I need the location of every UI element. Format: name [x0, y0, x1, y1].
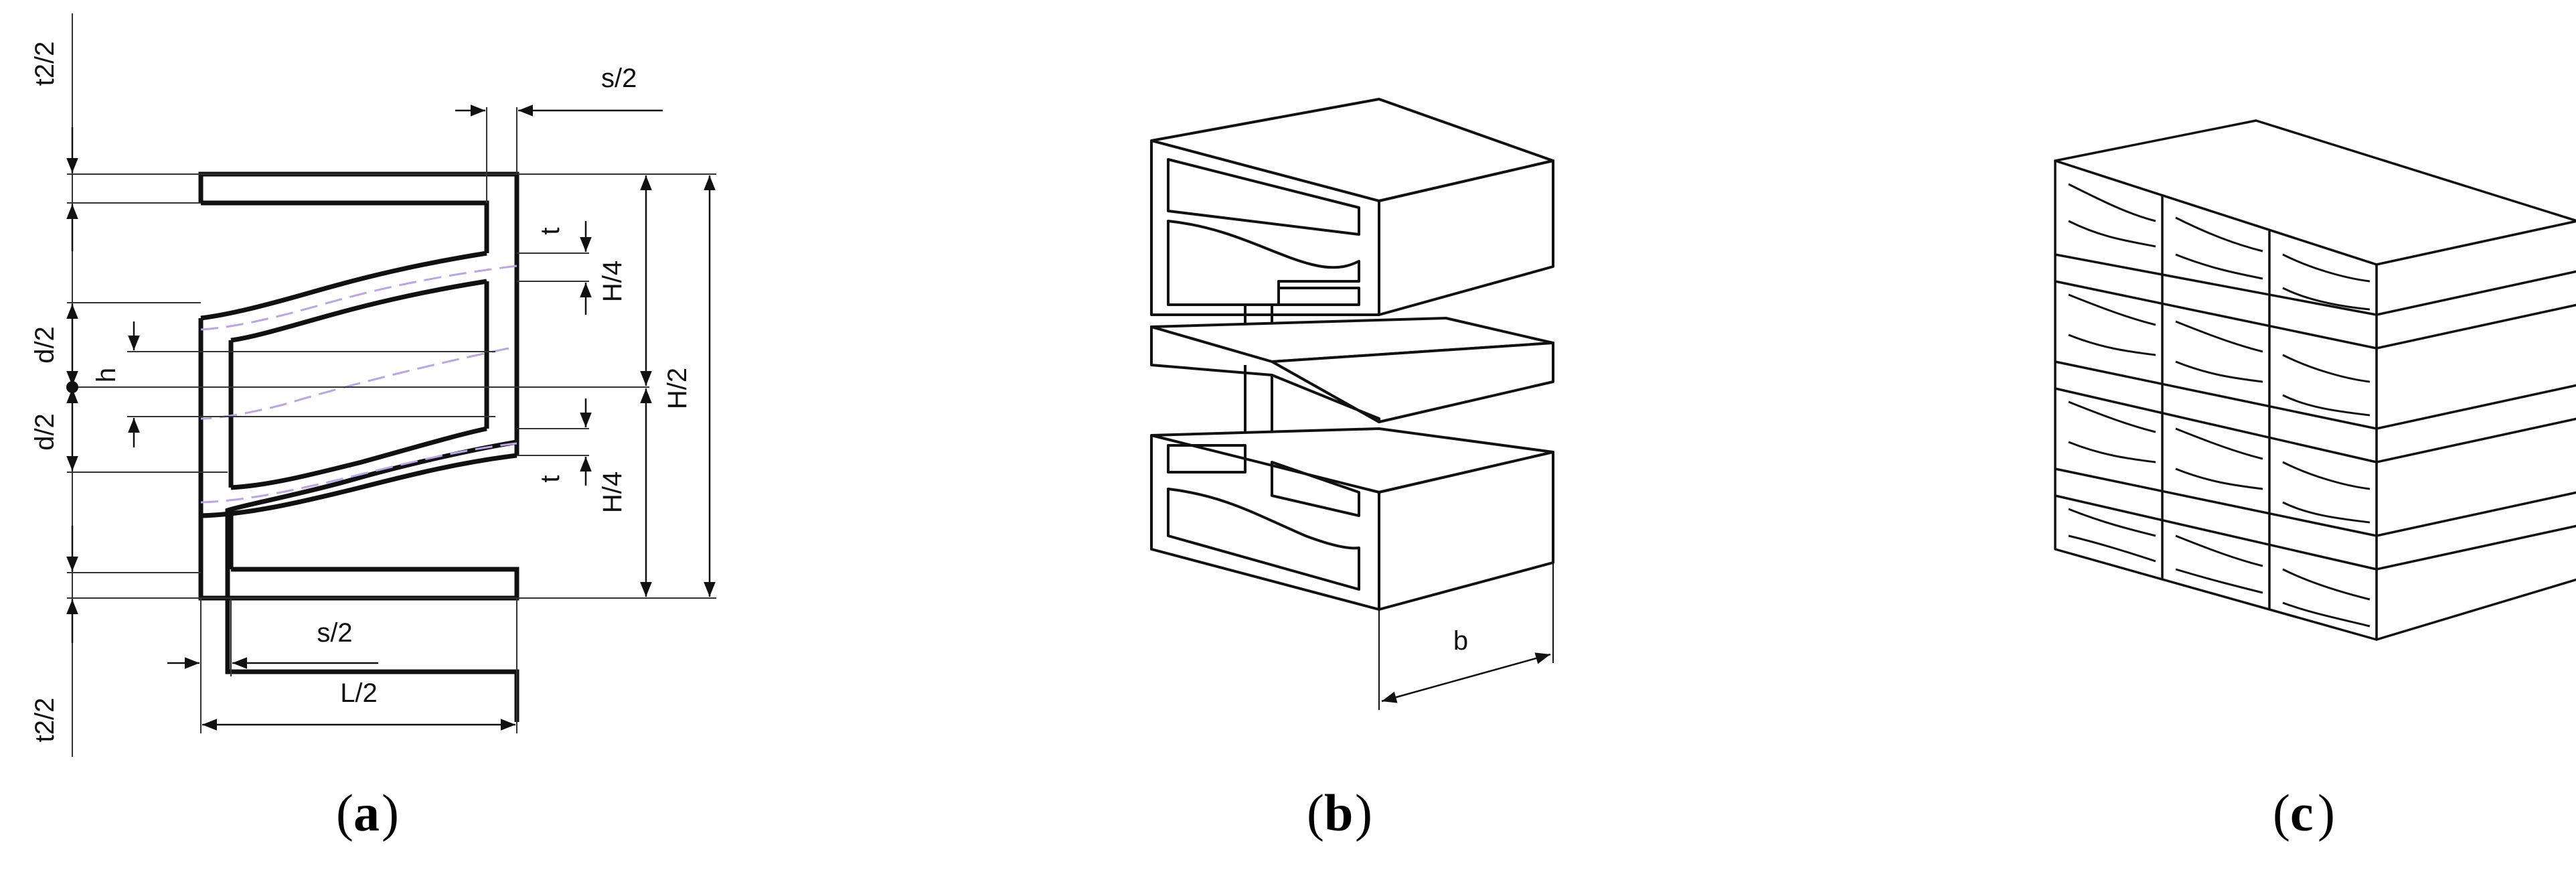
label-d2-lower: d/2 — [30, 413, 60, 451]
svg-text:): ) — [382, 784, 399, 842]
dimension-arrows — [66, 104, 716, 731]
label-H4-upper: H/4 — [598, 261, 627, 302]
panel-c-drawing — [2054, 119, 2576, 641]
svg-text:): ) — [2318, 784, 2335, 842]
svg-text:(: ( — [336, 784, 353, 842]
label-d2-upper: d/2 — [30, 326, 60, 364]
caption-c: ( c ) — [2273, 784, 2335, 842]
label-b: b — [1453, 626, 1468, 656]
beam-centerlines — [200, 265, 517, 504]
caption-b: ( b ) — [1307, 784, 1372, 842]
label-H4-lower: H/4 — [598, 472, 627, 513]
caption-a: ( a ) — [336, 784, 399, 842]
dimension-lines — [67, 13, 716, 757]
svg-text:): ) — [1355, 784, 1372, 842]
label-t-lower: t — [536, 475, 565, 482]
label-L2: L/2 — [340, 678, 378, 708]
svg-text:(: ( — [1307, 784, 1324, 842]
label-t2-top: t2/2 — [30, 42, 60, 86]
panel-a-drawing: t2/2 s/2 t H/4 d/2 h d/2 t H/4 H/2 s/2 L… — [30, 13, 716, 757]
label-s2-top: s/2 — [601, 64, 637, 93]
caption-a-letter: a — [353, 784, 380, 842]
label-t-upper: t — [536, 227, 565, 234]
caption-b-letter: b — [1324, 784, 1353, 842]
svg-text:(: ( — [2273, 784, 2290, 842]
unit-cell-walls — [198, 171, 519, 601]
panel-b-drawing — [1150, 98, 1554, 710]
label-t2-bottom: t2/2 — [30, 698, 60, 743]
label-h: h — [92, 368, 121, 382]
center-point — [66, 381, 78, 393]
label-H2: H/2 — [663, 368, 692, 409]
caption-c-letter: c — [2290, 784, 2314, 842]
label-s2-bottom: s/2 — [317, 618, 352, 648]
